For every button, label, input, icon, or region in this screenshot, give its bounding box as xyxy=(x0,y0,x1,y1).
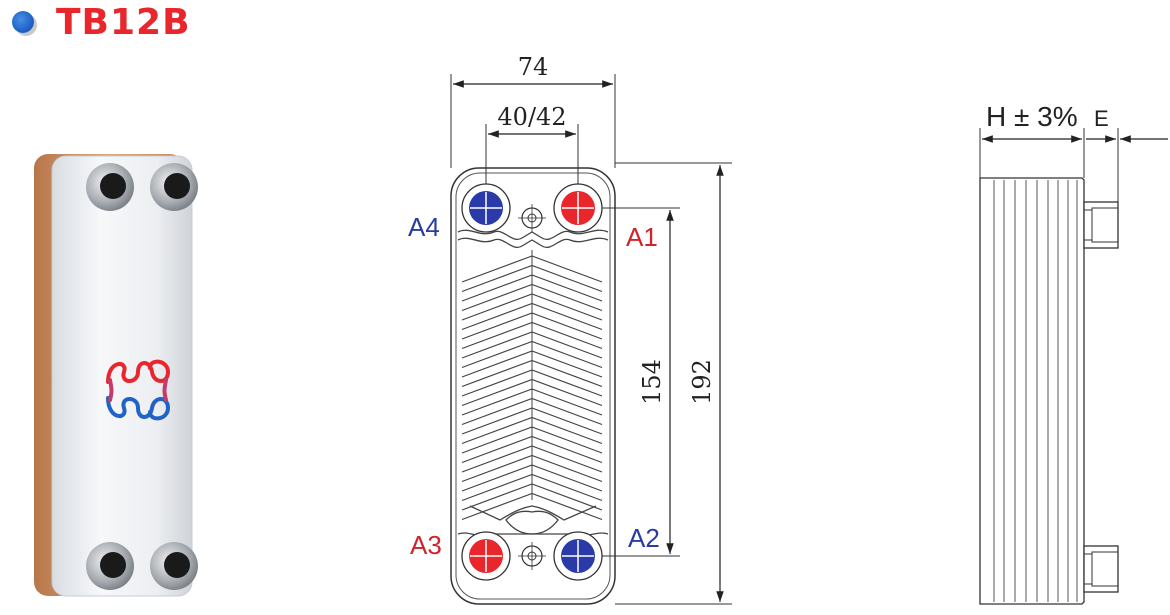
front-view-drawing: 74 40/42 154 192 A4 A1 A3 A2 xyxy=(408,53,732,605)
dimension-thickness-label: H ± 3% xyxy=(986,101,1078,132)
dimension-192-label: 192 xyxy=(688,359,716,405)
product-photo xyxy=(34,154,198,597)
bullet-icon xyxy=(12,11,34,33)
brand-logo-icon xyxy=(106,359,171,421)
connector-top-left xyxy=(86,163,134,211)
centre-mark-top xyxy=(518,204,546,232)
product-title: TB12B xyxy=(56,1,191,43)
plate-chevron-pattern xyxy=(461,250,603,521)
dimension-e-label: E xyxy=(1094,106,1109,131)
side-view-drawing: H ± 3% E xyxy=(979,101,1168,605)
connector-bottom-right xyxy=(150,542,198,590)
port-label-a3: A3 xyxy=(410,530,442,560)
port-label-a1: A1 xyxy=(626,222,658,252)
plate-stack-lines xyxy=(993,180,1078,602)
dimension-40-42-label: 40/42 xyxy=(497,103,566,131)
title-row: TB12B xyxy=(6,0,191,44)
dimension-74-label: 74 xyxy=(518,53,549,81)
side-connector-top xyxy=(1083,201,1119,249)
dimension-width-port: 40/42 xyxy=(485,103,579,184)
dimension-thickness: H ± 3% xyxy=(979,101,1085,178)
port-a4-blue xyxy=(461,183,511,233)
port-label-a4: A4 xyxy=(408,212,440,242)
connector-top-right xyxy=(150,163,198,211)
dimension-connection: E xyxy=(1086,106,1168,202)
side-connector-bottom xyxy=(1083,545,1119,593)
dimension-154-label: 154 xyxy=(638,359,666,405)
dimension-width-outer: 74 xyxy=(450,53,616,168)
port-a3-red xyxy=(461,531,511,581)
dimension-height-outer: 192 xyxy=(615,162,732,605)
port-label-a2: A2 xyxy=(628,523,660,553)
connector-bottom-left xyxy=(86,542,134,590)
centre-mark-bottom xyxy=(518,542,546,570)
port-a2-blue xyxy=(553,531,603,581)
port-a1-red xyxy=(553,183,603,233)
dimension-height-port: 154 xyxy=(602,207,680,557)
